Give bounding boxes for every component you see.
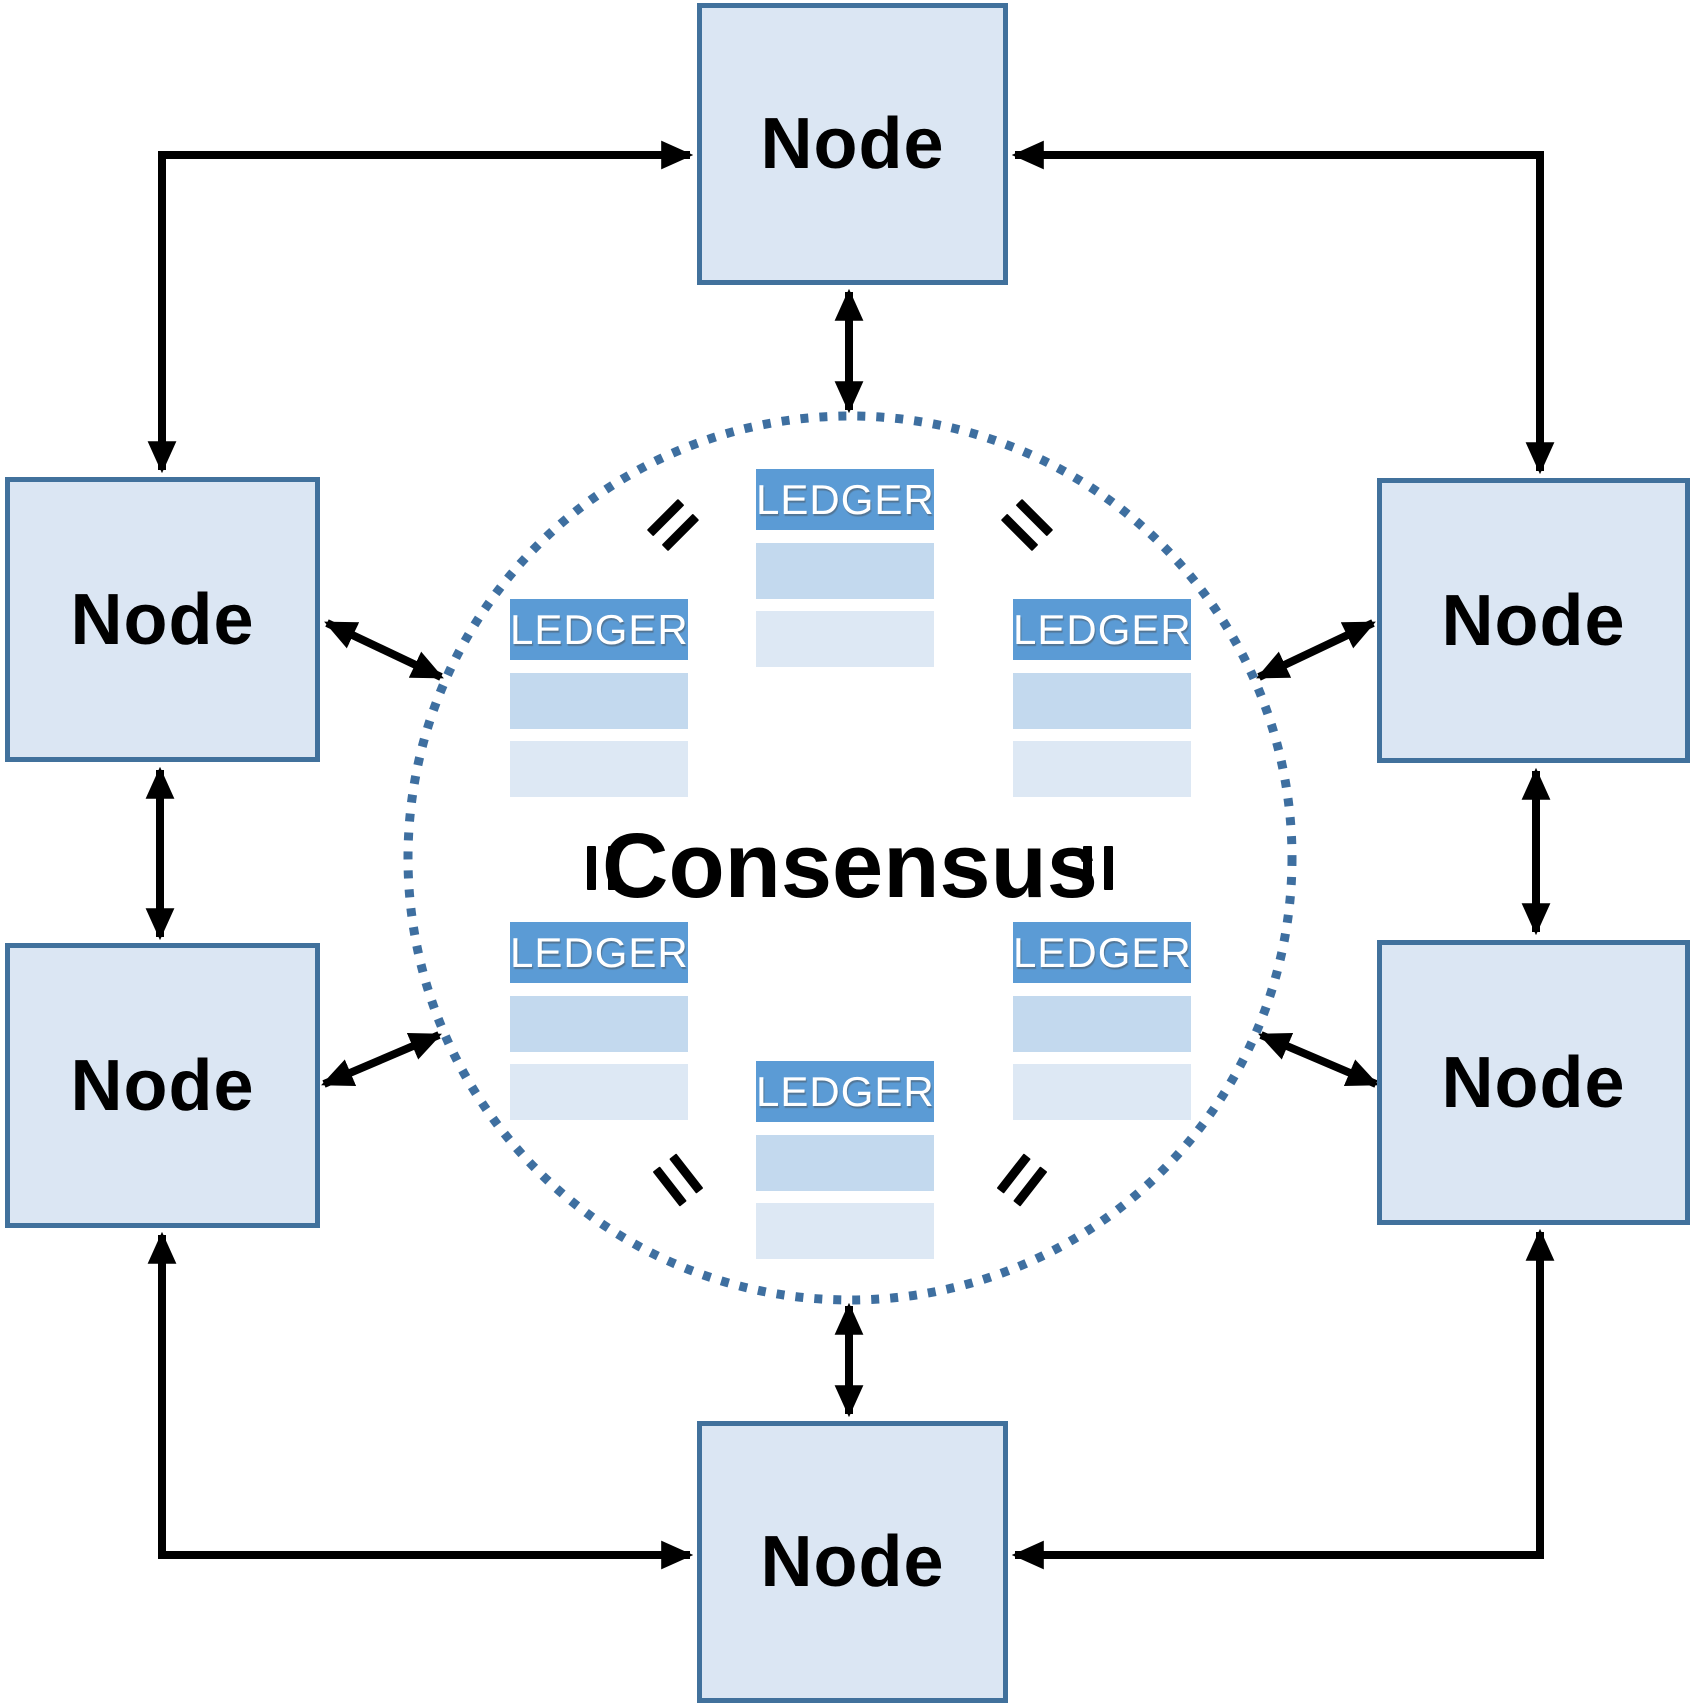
node-upper-left: Node: [5, 477, 320, 762]
arrow-upperleft-node-to-circle: [324, 619, 444, 681]
node-top: Node: [697, 3, 1008, 285]
node-label: Node: [1441, 580, 1626, 661]
ledger-header: LEDGER: [510, 599, 688, 660]
ledger-header: LEDGER: [756, 469, 934, 530]
consensus-label: Consensus: [602, 815, 1098, 917]
node-label: Node: [760, 1522, 945, 1602]
node-label: Node: [1441, 1042, 1626, 1123]
node-lower-right: Node: [1377, 940, 1690, 1225]
ledger-row: [756, 543, 934, 599]
arrow-upperright-node-to-circle: [1256, 619, 1376, 681]
node-upper-right: Node: [1377, 478, 1690, 763]
ledger-row: [510, 673, 688, 729]
ledger-stack-upper-left: LEDGER: [510, 599, 688, 797]
node-label: Node: [760, 104, 945, 184]
ledger-row: [756, 1135, 934, 1191]
ledger-row: [1013, 673, 1191, 729]
node-bottom: Node: [697, 1421, 1008, 1703]
ledger-header: LEDGER: [510, 922, 688, 983]
ledger-row: [510, 996, 688, 1052]
ledger-row: [1013, 741, 1191, 797]
arrow-top-node-to-upperright-node: [1011, 140, 1555, 475]
ledger-row: [510, 1064, 688, 1120]
arrow-bottom-node-to-lowerright-node: [1011, 1228, 1555, 1570]
node-label: Node: [70, 1045, 255, 1126]
arrow-lowerleft-node-to-circle: [321, 1031, 442, 1088]
ledger-header: LEDGER: [756, 1061, 934, 1122]
ledger-stack-top: LEDGER: [756, 469, 934, 667]
ledger-row: [510, 741, 688, 797]
node-label: Node: [70, 579, 255, 660]
ledger-header: LEDGER: [1013, 599, 1191, 660]
ledger-row: [756, 1203, 934, 1259]
ledger-stack-upper-right: LEDGER: [1013, 599, 1191, 797]
ledger-row: [756, 611, 934, 667]
ledger-stack-lower-left: LEDGER: [510, 922, 688, 1120]
arrow-bottom-node-to-lowerleft-node: [147, 1231, 694, 1570]
consensus-dotted-circle: [403, 411, 1297, 1305]
node-lower-left: Node: [5, 943, 320, 1228]
arrow-top-node-to-upperleft-node: [147, 140, 694, 474]
ledger-stack-bottom: LEDGER: [756, 1061, 934, 1259]
ledger-header: LEDGER: [1013, 922, 1191, 983]
arrow-lowerright-node-to-circle: [1258, 1031, 1379, 1088]
ledger-row: [1013, 1064, 1191, 1120]
ledger-stack-lower-right: LEDGER: [1013, 922, 1191, 1120]
ledger-row: [1013, 996, 1191, 1052]
